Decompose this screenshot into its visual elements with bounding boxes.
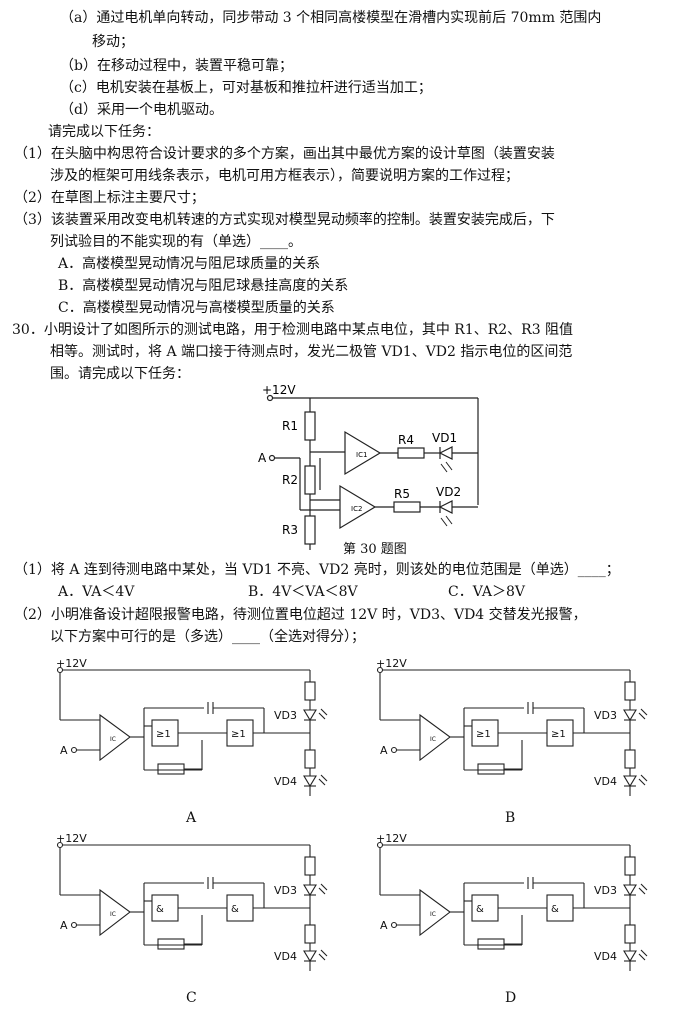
scheme-vcc-label: +12V: [56, 657, 87, 670]
scheme-vd4-label: VD4: [594, 775, 617, 788]
fig30-vd1: VD1: [432, 431, 457, 445]
subquestion-2-line2: 以下方案中可行的是（多选）____（全选对得分）；: [50, 629, 365, 645]
gate-1-symbol: ≥1: [476, 729, 491, 740]
scheme-vd4-label: VD4: [274, 950, 297, 963]
problem-30-line2: 相等。测试时，将 A 端口接于待测点时，发光二极管 VD1、VD2 指示电位的区…: [50, 344, 573, 360]
scheme-port-label: A: [60, 919, 68, 932]
option-a: A．高楼模型晃动情况与阻尼球质量的关系: [58, 256, 321, 272]
gate-1-symbol: &: [156, 904, 164, 915]
requirement-c: （c）电机安装在基板上，可对基板和推拉杆进行适当加工；: [60, 80, 432, 96]
figure-30-caption: 第 30 题图: [343, 542, 407, 557]
scheme-b-label: B: [505, 810, 516, 826]
fig30-ic2: IC2: [351, 505, 362, 513]
scheme-vd3-label: VD3: [594, 884, 617, 897]
scheme-ic-label: IC: [110, 736, 116, 743]
gate-2-symbol: ≥1: [231, 729, 246, 740]
fig30-r1: R1: [282, 419, 298, 433]
fig30-r5: R5: [394, 487, 410, 501]
scheme-vcc-label: +12V: [376, 832, 407, 845]
requirement-b: （b）在移动过程中，装置平稳可靠；: [60, 58, 293, 74]
gate-2-symbol: &: [551, 904, 559, 915]
scheme-c-label: C: [186, 990, 197, 1006]
gate-1-symbol: &: [476, 904, 484, 915]
subquestion-1-option-a: A．VA＜4V: [58, 584, 135, 600]
fig30-port: A: [258, 451, 267, 465]
fig30-r2: R2: [282, 473, 298, 487]
question-3-line1: （3）该装置采用改变电机转速的方式实现对模型晃动频率的控制。装置安装完成后，下: [14, 212, 555, 228]
option-c: C．高楼模型晃动情况与高楼模型质量的关系: [58, 300, 335, 316]
scheme-vd4-label: VD4: [594, 950, 617, 963]
problem-30-line1: 30．小明设计了如图所示的测试电路，用于检测电路中某点电位，其中 R1、R2、R…: [12, 322, 574, 338]
question-2: （2）在草图上标注主要尺寸；: [14, 190, 205, 206]
fig30-ic1: IC1: [356, 451, 367, 459]
scheme-port-label: A: [60, 744, 68, 757]
scheme-vd3-label: VD3: [274, 884, 297, 897]
scheme-port-label: A: [380, 919, 388, 932]
task-heading: 请完成以下任务：: [48, 124, 160, 140]
scheme-port-label: A: [380, 744, 388, 757]
scheme-vcc-label: +12V: [56, 832, 87, 845]
requirement-a-line1: （a）通过电机单向转动，同步带动 3 个相同高楼模型在滑槽内实现前后 70mm …: [60, 10, 602, 26]
subquestion-1-option-c: C．VA＞8V: [448, 584, 525, 600]
scheme-a-label: A: [186, 810, 197, 826]
fig30-r4: R4: [398, 433, 414, 447]
scheme-vd3-label: VD3: [274, 709, 297, 722]
gate-2-symbol: &: [231, 904, 239, 915]
fig30-r3: R3: [282, 523, 298, 537]
subquestion-1: （1）将 A 连到待测电路中某处，当 VD1 不亮、VD2 亮时，则该处的电位范…: [14, 562, 620, 578]
subquestion-1-option-b: B．4V＜VA＜8V: [248, 584, 358, 600]
problem-30-line3: 围。请完成以下任务：: [50, 366, 190, 382]
gate-1-symbol: ≥1: [156, 729, 171, 740]
scheme-vcc-label: +12V: [376, 657, 407, 670]
question-1-line2: 涉及的框架可用线条表示，电机可用方框表示），简要说明方案的工作过程；: [50, 168, 519, 184]
gate-2-symbol: ≥1: [551, 729, 566, 740]
scheme-ic-label: IC: [430, 736, 436, 743]
scheme-ic-label: IC: [430, 911, 436, 918]
fig30-vd2: VD2: [436, 485, 461, 499]
requirement-d: （d）采用一个电机驱动。: [60, 102, 223, 118]
requirement-a-line2: 移动；: [92, 34, 134, 50]
scheme-d-label: D: [505, 990, 517, 1006]
fig30-vcc: +12V: [262, 383, 296, 397]
question-3-line2: 列试验目的不能实现的有（单选）____。: [50, 234, 302, 250]
scheme-ic-label: IC: [110, 911, 116, 918]
option-b: B．高楼模型晃动情况与阻尼球悬挂高度的关系: [58, 278, 349, 294]
question-1-line1: （1）在头脑中构思符合设计要求的多个方案，画出其中最优方案的设计草图（装置安装: [14, 146, 555, 162]
scheme-vd4-label: VD4: [274, 775, 297, 788]
subquestion-2-line1: （2）小明准备设计超限报警电路，待测位置电位超过 12V 时，VD3、VD4 交…: [14, 607, 587, 623]
scheme-vd3-label: VD3: [594, 709, 617, 722]
